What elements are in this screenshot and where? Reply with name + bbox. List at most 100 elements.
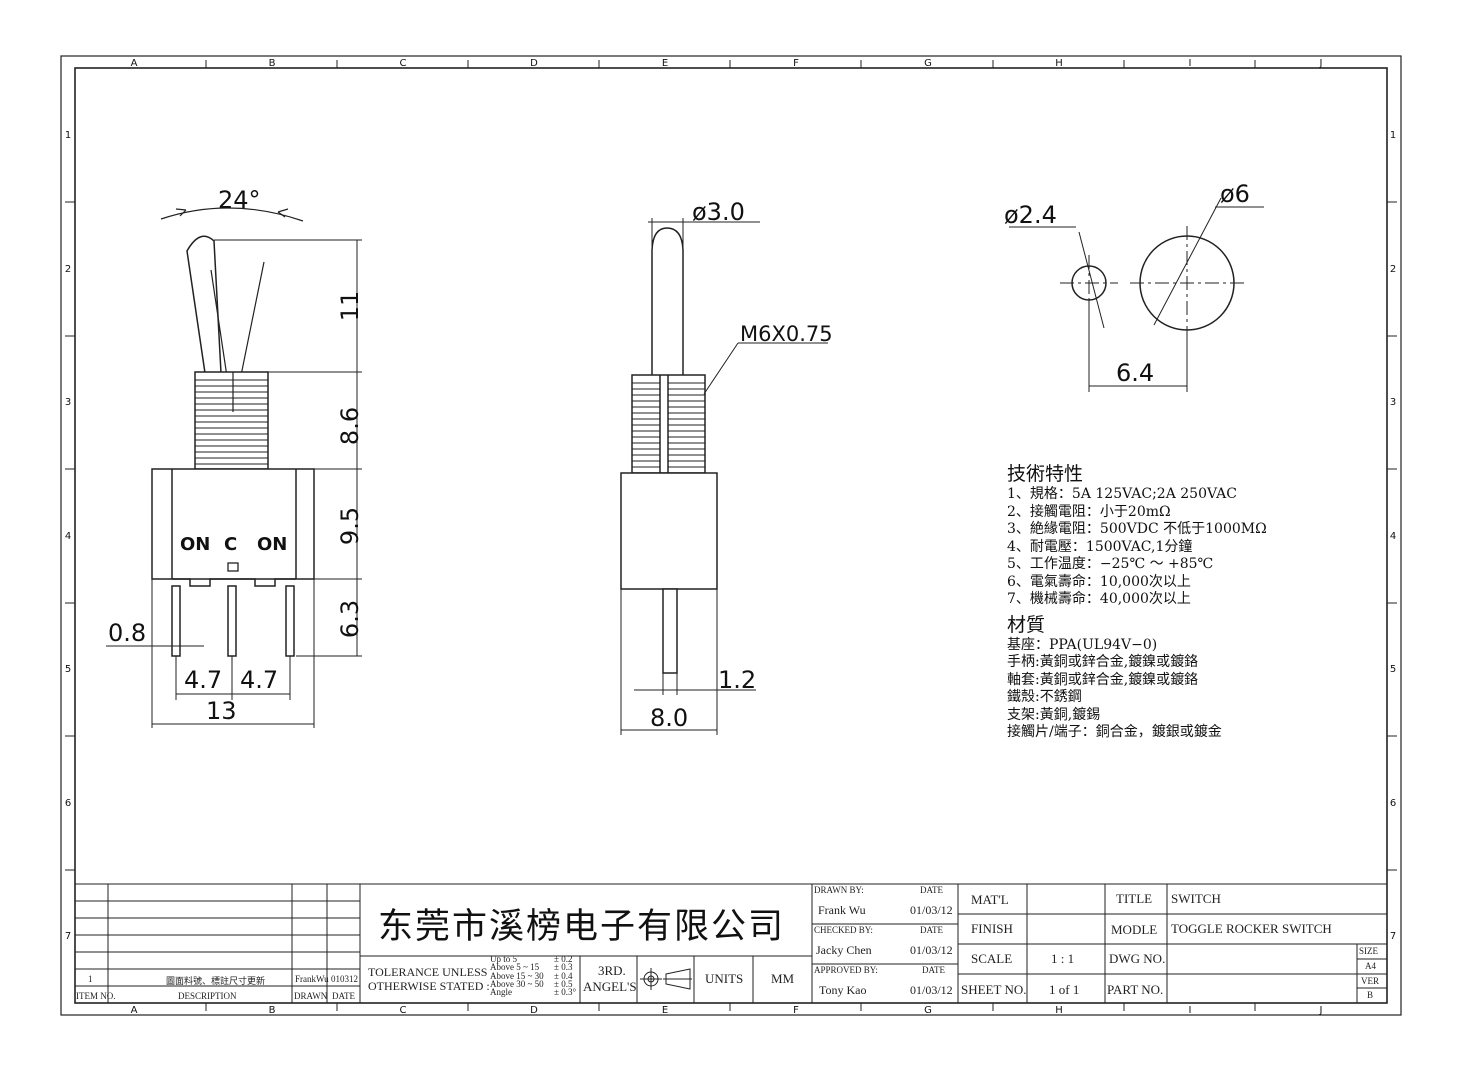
rev-description: 圖面料號、標註尺寸更新 xyxy=(166,976,266,986)
checked-by: Jacky Chen xyxy=(816,943,872,957)
zone-col-b-bottom: B xyxy=(269,1005,276,1016)
dim-pin-width: 0.8 xyxy=(108,619,146,647)
dim-thread-spec: M6X0.75 xyxy=(740,322,833,346)
approved-date-label: DATE xyxy=(922,965,945,975)
zone-col-a-bottom: A xyxy=(131,1005,138,1016)
projection-label-1: 3RD. xyxy=(598,963,626,978)
zone-row-2-right: 2 xyxy=(1390,264,1396,275)
rev-header-description: DESCRIPTION xyxy=(178,991,237,1001)
spec-item: 2、接觸電阻：小于20mΩ xyxy=(1007,503,1171,520)
dim-angle: 24° xyxy=(218,186,261,214)
approved-date: 01/03/12 xyxy=(910,983,953,997)
zone-letters: A B C D E F G H I J A B C D E F G H I J … xyxy=(65,58,1396,1016)
zone-row-6-left: 6 xyxy=(65,798,71,809)
rev-date: 010312 xyxy=(331,974,358,984)
zone-row-1-right: 1 xyxy=(1390,130,1396,141)
matl-label: MAT'L xyxy=(971,892,1009,907)
side-body xyxy=(620,472,718,590)
specs-title: 技術特性 xyxy=(1007,463,1084,485)
cutout-labels: ø2.4 ø6 6.4 xyxy=(1004,180,1250,387)
checked-by-label: CHECKED BY: xyxy=(814,925,873,935)
units-value: MM xyxy=(771,971,795,986)
tolerance-value: ± 0.3 xyxy=(554,962,573,973)
drawn-date-label: DATE xyxy=(920,885,943,895)
zone-col-c-bottom: C xyxy=(400,1005,407,1016)
zone-col-h-bottom: H xyxy=(1055,1005,1063,1016)
zone-row-3-left: 3 xyxy=(65,397,71,408)
side-dimension-labels: ø3.0 M6X0.75 1.2 8.0 xyxy=(650,198,833,732)
zone-col-e-top: E xyxy=(662,58,668,69)
spec-item: 7、機械壽命：40,000次以上 xyxy=(1007,591,1191,607)
dim-pitch-right: 4.7 xyxy=(240,666,278,694)
front-pin-right xyxy=(285,585,295,657)
zone-col-j-bottom: J xyxy=(1319,1005,1323,1016)
zone-col-f-top: F xyxy=(793,58,799,69)
part-no-label: PART NO. xyxy=(1107,982,1164,997)
dim-small-hole: ø2.4 xyxy=(1004,201,1057,229)
front-pin-center xyxy=(227,585,237,657)
zone-row-2-left: 2 xyxy=(65,264,71,275)
title-value: SWITCH xyxy=(1171,891,1221,906)
scale-value: 1 : 1 xyxy=(1051,951,1075,966)
label-on-right: ON xyxy=(257,534,287,555)
spec-item: 5、工作温度：−25℃ ～ +85℃ xyxy=(1007,556,1214,572)
terminal-labels: ON C ON xyxy=(180,534,287,555)
approved-by: Tony Kao xyxy=(819,983,867,997)
zone-col-j-top: J xyxy=(1319,58,1323,69)
ver-label: VER xyxy=(1361,976,1379,986)
zone-col-e-bottom: E xyxy=(662,1005,668,1016)
dim-pin-thickness: 1.2 xyxy=(718,666,756,694)
zone-row-6-right: 6 xyxy=(1390,798,1396,809)
rev-header-date: DATE xyxy=(332,991,355,1001)
tolerance-ranges: Up to 5 Above 5 ~ 15 Above 15 ~ 30 Above… xyxy=(490,954,544,998)
zone-ticks xyxy=(65,60,1397,1011)
scale-label: SCALE xyxy=(971,951,1013,966)
inner-frame xyxy=(74,67,1388,1004)
size-value: A4 xyxy=(1365,961,1376,971)
tolerance-range: Angle xyxy=(490,987,512,998)
zone-row-1-left: 1 xyxy=(65,130,71,141)
dim-pitch-left: 4.7 xyxy=(184,666,222,694)
dim-large-hole: ø6 xyxy=(1220,180,1250,208)
rev-header-drawn: DRAWN xyxy=(294,991,328,1001)
dim-lever-height: 11 xyxy=(336,291,364,322)
zone-row-5-right: 5 xyxy=(1390,664,1396,675)
zone-col-f-bottom: F xyxy=(793,1005,799,1016)
checked-date-label: DATE xyxy=(920,925,943,935)
sheet-value: 1 of 1 xyxy=(1049,982,1080,997)
drawn-by: Frank Wu xyxy=(818,903,866,917)
dim-body-width: 13 xyxy=(206,697,237,725)
material-item: 鐵殼:不銹鋼 xyxy=(1007,689,1082,705)
zone-col-i-bottom: I xyxy=(1189,1005,1192,1016)
front-dimension-labels: 24° 11 8.6 9.5 6.3 0.8 4.7 4.7 13 xyxy=(108,186,364,725)
zone-col-h-top: H xyxy=(1055,58,1063,69)
sheet-label: SHEET NO. xyxy=(961,982,1027,997)
projection-label-2: ANGEL'S xyxy=(583,979,637,994)
tolerance-value: ± 0.4 xyxy=(554,970,573,981)
tolerance-value: ± 0.3° xyxy=(554,987,577,998)
front-body xyxy=(151,468,315,580)
side-pin xyxy=(662,588,678,674)
front-view xyxy=(151,207,315,728)
dwg-no-label: DWG NO. xyxy=(1109,951,1166,966)
outer-frame xyxy=(60,55,1402,1016)
rev-drawn: FrankWu xyxy=(295,974,329,984)
tolerance-range: Above 15 ~ 30 xyxy=(490,970,544,981)
zone-col-c-top: C xyxy=(400,58,407,69)
material-item: 軸套:黃銅或鋅合金,鍍鎳或鍍鉻 xyxy=(1007,671,1199,688)
front-bushing xyxy=(194,371,269,470)
checked-date: 01/03/12 xyxy=(910,943,953,957)
dim-bushing-height: 8.6 xyxy=(336,407,364,445)
side-view xyxy=(620,227,718,735)
model-value: TOGGLE ROCKER SWITCH xyxy=(1171,921,1332,936)
tolerance-label-2: OTHERWISE STATED : xyxy=(368,979,490,993)
dim-hole-spacing: 6.4 xyxy=(1116,359,1154,387)
zone-col-i-top: I xyxy=(1189,58,1192,69)
material-item: 接觸片/端子：銅合金，鍍銀或鍍金 xyxy=(1007,724,1222,740)
tolerance-values: ± 0.2 ± 0.3 ± 0.4 ± 0.5 ± 0.3° xyxy=(554,954,577,998)
angle-arc xyxy=(160,207,304,222)
zone-row-4-right: 4 xyxy=(1390,531,1396,542)
zone-col-b-top: B xyxy=(269,58,276,69)
dim-lever-diameter: ø3.0 xyxy=(692,198,745,226)
